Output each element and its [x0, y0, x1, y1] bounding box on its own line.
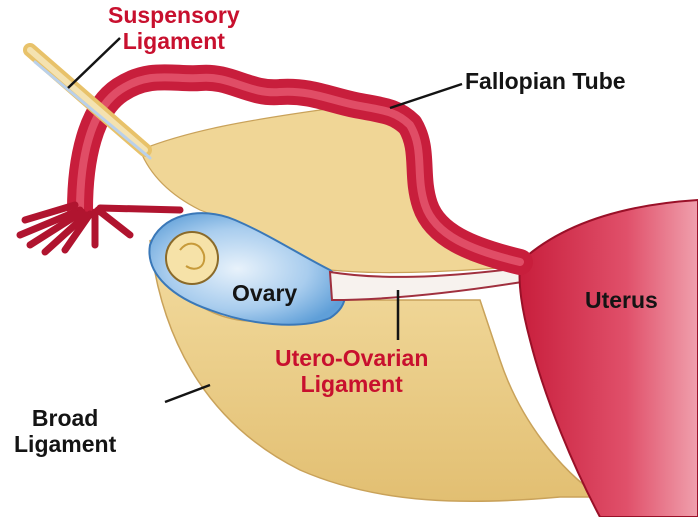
label-utero-ovarian-line-2: Ligament — [275, 371, 428, 397]
label-broad-line-1: Broad — [14, 405, 116, 431]
label-utero-ovarian-line-1: Utero-Ovarian — [275, 345, 428, 371]
label-fallopian-tube: Fallopian Tube — [465, 68, 626, 94]
label-broad-ligament: Broad Ligament — [14, 405, 116, 457]
label-suspensory-ligament: Suspensory Ligament — [108, 2, 240, 54]
label-broad-line-2: Ligament — [14, 431, 116, 457]
label-ovary: Ovary — [232, 280, 297, 306]
label-suspensory-line-2: Ligament — [108, 28, 240, 54]
label-suspensory-line-1: Suspensory — [108, 2, 240, 28]
label-utero-ovarian-ligament: Utero-Ovarian Ligament — [275, 345, 428, 397]
follicle-shape — [166, 232, 218, 284]
label-uterus: Uterus — [585, 287, 658, 313]
utero-ovarian-ligament-shape — [330, 268, 522, 300]
